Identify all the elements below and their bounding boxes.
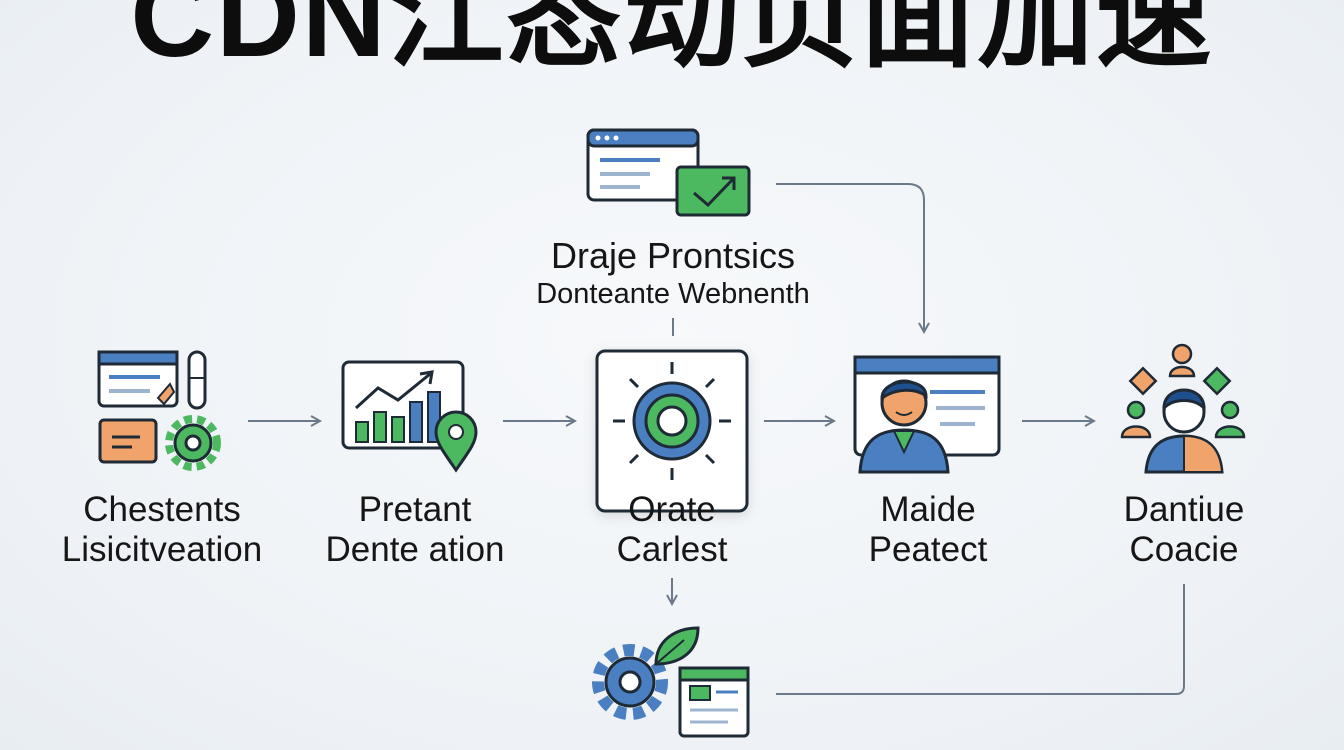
top-node-title: Draje Prontsics <box>550 235 796 276</box>
node-label-1: Chestents Lisicitveation <box>32 490 292 570</box>
node-2-line2: Dente ation <box>325 530 505 569</box>
growth-chart-icon <box>341 360 478 473</box>
user-browser-icon <box>853 355 1001 474</box>
page-title: CDN江态动页面加速 <box>130 0 1214 81</box>
node-1-line1: Chestents <box>83 490 241 529</box>
gear-leaf-browser-icon <box>592 626 750 738</box>
checklist-gear-icon <box>97 350 221 471</box>
browser-check-icon <box>586 128 751 217</box>
node-2-line1: Pretant <box>358 490 472 529</box>
top-node-label: Draje Prontsics Donteante Webnenth <box>473 236 873 312</box>
loop-arrow-bottom <box>776 584 1185 695</box>
node-3-line1: Orate <box>628 490 716 529</box>
team-users-icon <box>1120 343 1246 474</box>
sun-core-icon <box>613 362 731 480</box>
node-5-line2: Coacie <box>1129 530 1239 569</box>
loop-arrow-top <box>776 183 924 332</box>
node-label-2: Pretant Dente ation <box>295 490 535 570</box>
node-label-4: Maide Peatect <box>828 490 1028 570</box>
node-1-line2: Lisicitveation <box>61 530 263 569</box>
node-4-line2: Peatect <box>868 530 988 569</box>
node-4-line1: Maide <box>880 490 976 529</box>
node-3-line2: Carlest <box>616 530 728 569</box>
node-5-line1: Dantiue <box>1123 490 1245 529</box>
top-node-subtitle: Donteante Webnenth <box>536 278 810 310</box>
node-label-5: Dantiue Coacie <box>1084 490 1284 570</box>
node-label-3: Orate Carlest <box>572 490 772 570</box>
